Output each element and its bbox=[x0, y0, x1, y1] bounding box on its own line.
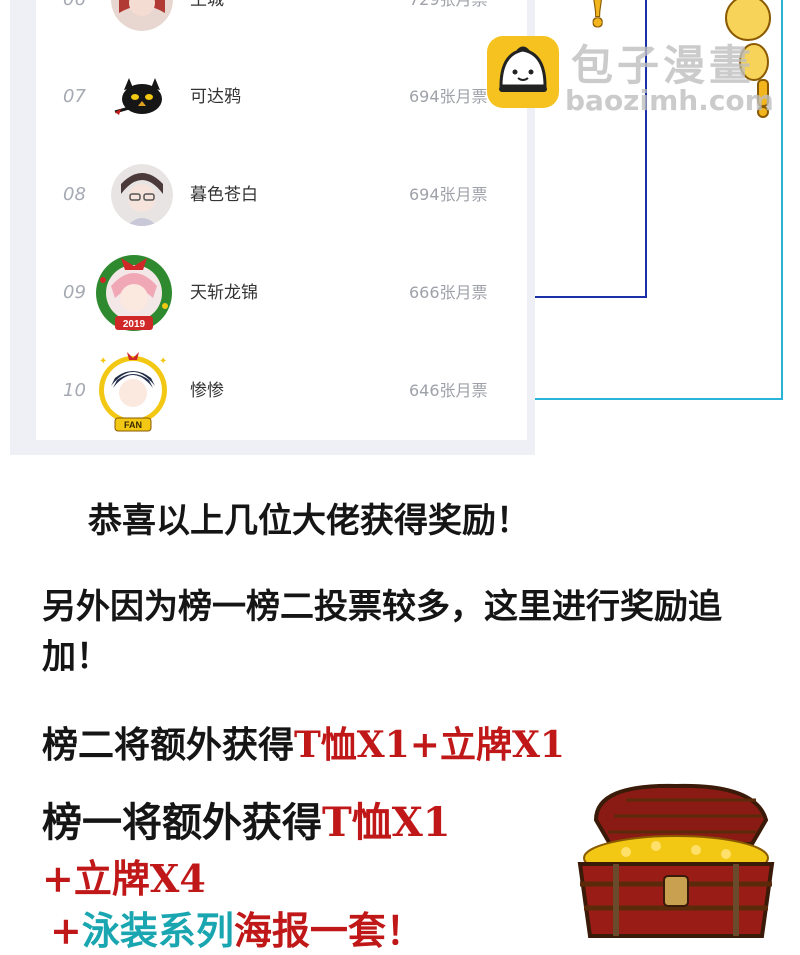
rank1-reward-c-teal: 泳装系列 bbox=[81, 908, 234, 953]
badge-year: 2019 bbox=[123, 319, 146, 330]
list-item: 09 2019 天斩龙锦 666张月票 bbox=[36, 244, 527, 342]
avatar bbox=[111, 0, 173, 31]
rank1-reward-c-red: 海报一套！ bbox=[233, 908, 424, 953]
rank-number: 08 bbox=[63, 184, 86, 205]
leaderboard-panel bbox=[10, 0, 535, 455]
user-name: 暮色苍白 bbox=[190, 185, 258, 205]
watermark-title: 包子漫畫 bbox=[571, 41, 756, 90]
rank2-reward-line: 榜二将额外获得T恤X1+立牌X1 bbox=[42, 716, 565, 768]
rank2-prefix: 榜二将额外获得 bbox=[42, 724, 295, 766]
bun-logo-icon bbox=[487, 36, 559, 108]
avatar bbox=[111, 164, 173, 226]
list-item: 10 ✦ ✦ FAN 惨惨 646张月票 bbox=[36, 342, 527, 440]
fan-badge-label: FAN bbox=[124, 420, 142, 430]
rank2-reward: T恤X1+立牌X1 bbox=[294, 724, 565, 766]
congrats-heading: 恭喜以上几位大佬获得奖励！ bbox=[88, 501, 530, 541]
user-name: 惨惨 bbox=[190, 381, 224, 401]
connector-line-dark-blue bbox=[503, 0, 647, 298]
rank-number: 06 bbox=[63, 0, 103, 49]
vote-count: 729张月票 bbox=[409, 0, 488, 49]
list-item: 07 可达鸦 694张月票 bbox=[36, 48, 527, 146]
rank1-reward-line: 榜一将额外获得T恤X1 bbox=[42, 790, 451, 848]
vote-count: 646张月票 bbox=[409, 381, 488, 400]
avatar-crow bbox=[114, 78, 162, 115]
watermark-url: baozimh.com bbox=[565, 84, 774, 117]
rank1-reward-c-plus: + bbox=[50, 908, 82, 953]
vote-count: 666张月票 bbox=[409, 283, 488, 302]
exclamation-decoration: ! bbox=[588, 0, 608, 37]
treasure-chest-icon bbox=[577, 783, 775, 938]
avatar-fan-badge: ✦ ✦ FAN bbox=[99, 352, 167, 432]
avatar-christmas-wreath: 2019 bbox=[96, 255, 172, 331]
rank1-reward-c: +泳装系列海报一套！ bbox=[50, 900, 424, 955]
vote-count: 694张月票 bbox=[409, 87, 488, 106]
user-name: 可达鸦 bbox=[190, 87, 241, 107]
vote-count: 694张月票 bbox=[409, 185, 488, 204]
connector-line-cyan bbox=[503, 0, 783, 400]
user-name: 王城 bbox=[190, 0, 224, 10]
star-deco: ✦ bbox=[159, 356, 167, 367]
rank1-reward-a: T恤X1 bbox=[322, 799, 451, 846]
rank-number: 07 bbox=[63, 86, 86, 107]
user-name: 天斩龙锦 bbox=[190, 283, 258, 303]
rank-number: 10 bbox=[63, 380, 86, 401]
rank-number: 09 bbox=[63, 282, 86, 303]
extra-reward-text: 另外因为榜一榜二投票较多，这里进行奖励追加！ bbox=[42, 587, 722, 677]
watermark: 包子漫畫 baozimh.com bbox=[487, 36, 787, 117]
list-item: 08 暮色苍白 694张月票 bbox=[36, 146, 527, 244]
rank1-prefix: 榜一将额外获得 bbox=[42, 799, 322, 846]
rank1-reward-b: +立牌X4 bbox=[42, 856, 206, 901]
decoration-bubble-icon bbox=[725, 0, 771, 118]
list-item: 06 王城 729张月票 bbox=[36, 0, 527, 49]
star-deco: ✦ bbox=[99, 356, 107, 367]
